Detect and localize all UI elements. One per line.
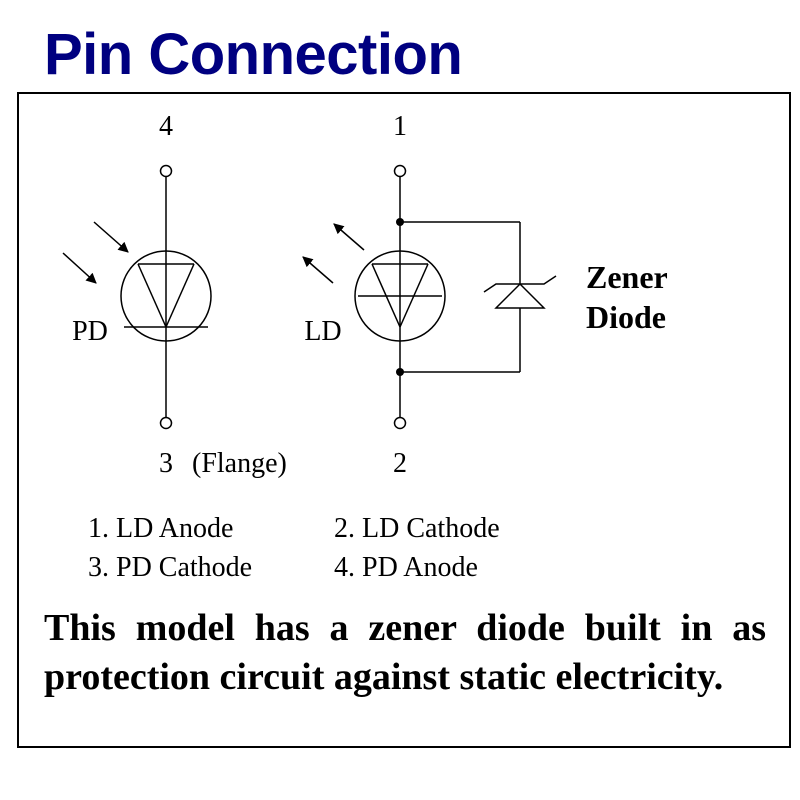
laser-diode-symbol [302,164,446,430]
pin-2-label: 2 [393,448,407,479]
pin-2-terminal [393,416,407,430]
legend-item-2: 2. LD Cathode [334,513,500,544]
zener-label-line1: Zener [586,259,668,295]
zener-diode-symbol [396,218,557,376]
pd-light-arrow-1 [93,221,129,253]
page-title: Pin Connection [44,22,463,87]
pd-circle [120,250,212,342]
legend-item-3: 3. PD Cathode [88,552,252,583]
pd-light-arrow-2 [62,252,97,284]
pin-1-terminal [393,164,407,178]
ld-light-arrow-1 [333,223,365,251]
legend-item-4: 4. PD Anode [334,552,478,583]
diagram-frame [17,92,791,748]
ld-light-arrow-2 [302,256,334,284]
ld-label: LD [304,316,341,347]
pin-1-label: 1 [393,111,407,142]
pin-4-terminal [159,164,173,178]
pin-3-terminal [159,416,173,430]
zener-label-line2: Diode [586,299,666,335]
ld-circle [354,250,446,342]
protection-note: This model has a zener diode built in as… [44,607,766,698]
legend-item-1: 1. LD Anode [88,513,233,544]
pin-4-label: 4 [159,111,173,142]
pin-3-flange-label: (Flange) [192,448,287,479]
pin-3-label: 3 [159,448,173,479]
photodiode-symbol [62,164,212,430]
pd-label: PD [72,316,108,347]
